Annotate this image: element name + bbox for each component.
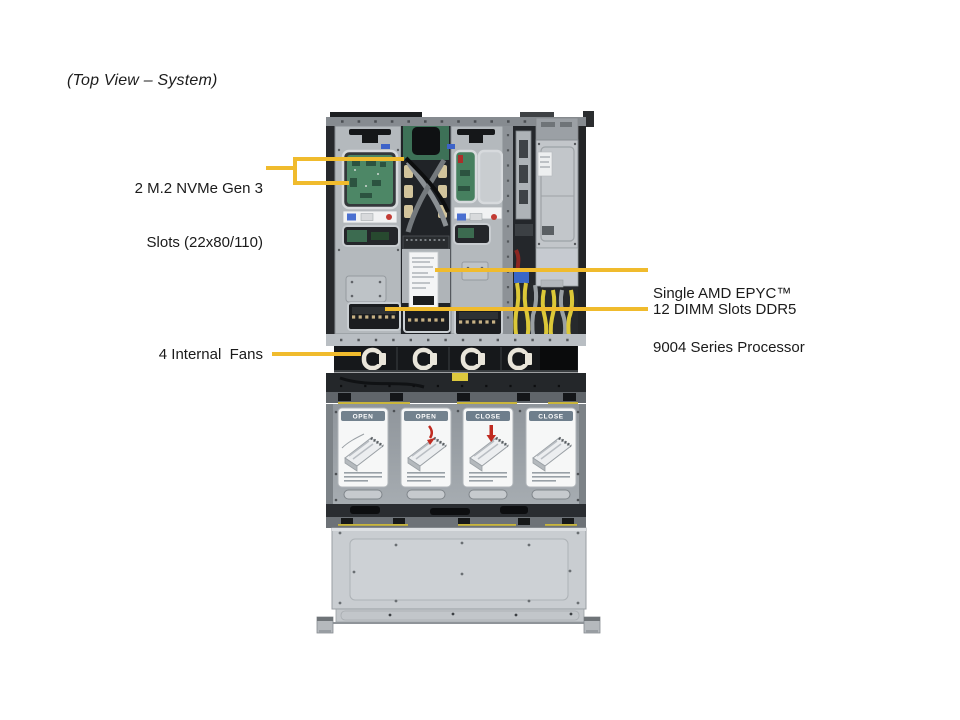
instruction-card-open-2: OPEN <box>400 407 452 488</box>
barcode <box>413 296 434 305</box>
label-cpu-line2: 9004 Series Processor <box>653 339 805 356</box>
label-m2-line1: 2 M.2 NVMe Gen 3 <box>134 180 263 197</box>
label-cpu: Single AMD EPYC™ 9004 Series Processor <box>653 249 805 393</box>
mounting-ear-right <box>583 616 601 634</box>
right-chassis-rim <box>577 126 586 346</box>
label-dimm: 12 DIMM Slots DDR5 <box>653 301 797 318</box>
right-m2-tray <box>447 125 504 336</box>
tray-handle-slot <box>531 489 571 500</box>
blue-label <box>447 144 455 149</box>
front-cover <box>331 527 587 624</box>
yellow-label <box>452 373 468 381</box>
lower-cable-band <box>326 504 586 528</box>
card-header-bar <box>529 411 573 421</box>
label-cpu-line1: Single AMD EPYC™ <box>653 285 792 302</box>
blue-connector <box>514 272 529 283</box>
card-header-text: OPEN <box>353 414 374 421</box>
card-header-text: CLOSE <box>538 414 563 421</box>
m2-riser-pcb <box>347 155 393 204</box>
tray-handle-slot <box>406 489 446 500</box>
tray-handle <box>349 129 391 135</box>
psu-label <box>537 151 553 177</box>
callout-line-m2-bottom <box>293 181 349 185</box>
tray-handle-slot <box>468 489 508 500</box>
empty-window <box>477 149 504 205</box>
fan-row <box>326 334 586 373</box>
card-header-bar <box>341 411 385 421</box>
mounting-ear-left <box>316 616 334 634</box>
center-cpu-column <box>401 126 451 334</box>
blue-label <box>381 144 390 149</box>
red-arrow <box>428 425 433 439</box>
left-chassis-rim <box>326 126 335 346</box>
tray-handle-slot <box>343 489 383 500</box>
label-m2-line2: Slots (22x80/110) <box>146 234 263 251</box>
card-header-bar <box>404 411 448 421</box>
card-header-bar <box>466 411 510 421</box>
page-title: (Top View – System) <box>67 72 218 89</box>
chassis-rear-edge <box>326 111 594 127</box>
instruction-cards-tray: OPEN OPEN <box>326 404 586 504</box>
instruction-card-close-1: CLOSE <box>462 407 514 488</box>
callout-line-cpu <box>435 268 648 272</box>
card-header-text: OPEN <box>416 414 437 421</box>
instruction-card-open-1: OPEN <box>337 407 389 488</box>
instruction-card-close-2: CLOSE <box>525 407 577 488</box>
label-fans: 4 Internal Fans <box>158 346 263 363</box>
mid-shelf <box>326 373 586 404</box>
callout-line-m2-top <box>293 157 404 161</box>
card-header-text: CLOSE <box>475 414 500 421</box>
callout-line-m2-stub <box>266 166 296 170</box>
callout-line-dimm <box>385 307 648 311</box>
red-arrow <box>489 425 493 435</box>
callout-line-m2-vertical <box>293 157 297 185</box>
tray-handle <box>457 129 495 135</box>
callout-line-fans <box>272 352 361 356</box>
label-m2-slots: 2 M.2 NVMe Gen 3 Slots (22x80/110) <box>135 144 263 288</box>
